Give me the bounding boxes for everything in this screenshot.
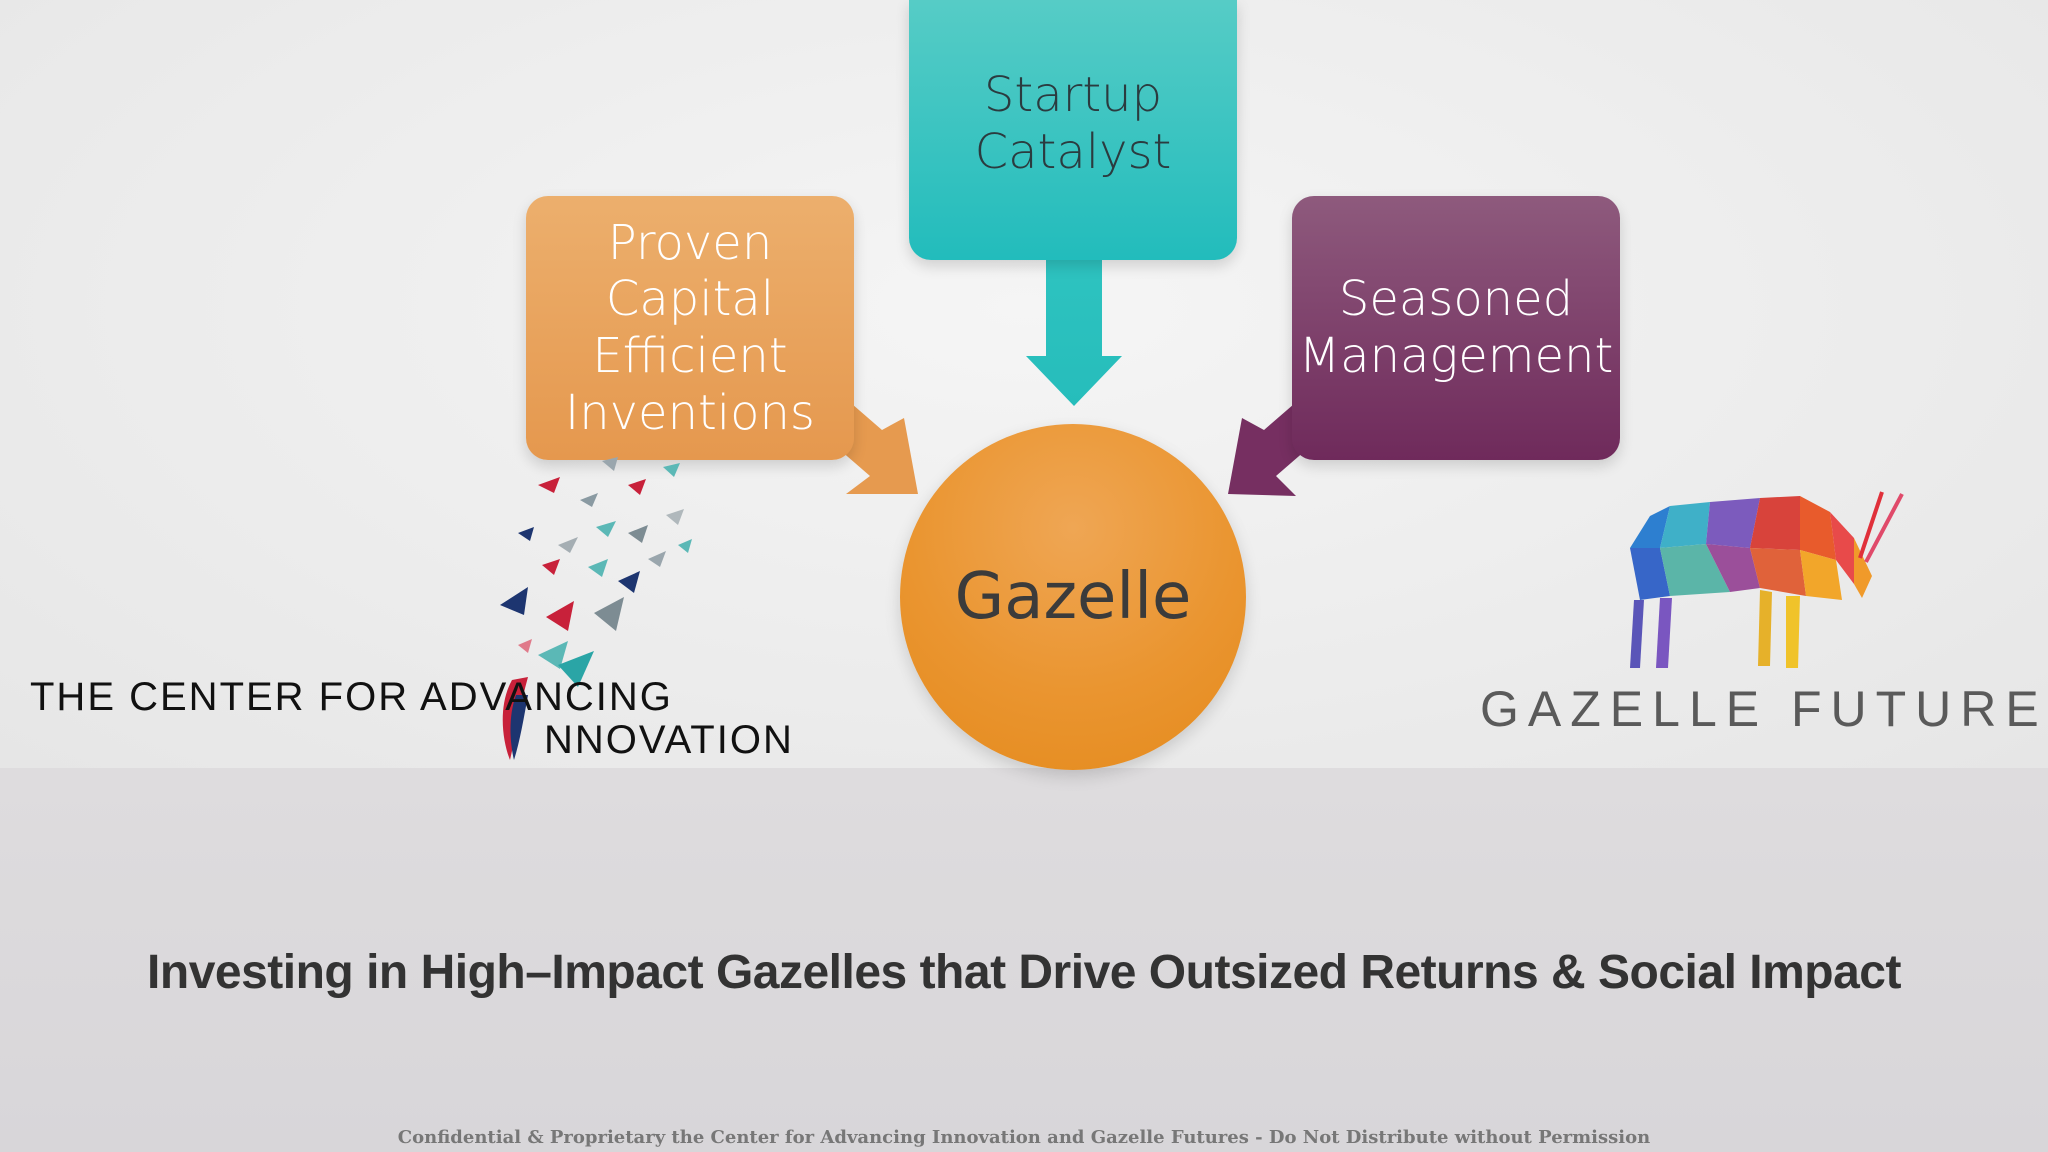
polygonal-gazelle-icon	[1630, 491, 1904, 668]
gazelle-futures-wordmark: GAZELLE FUTURES	[1480, 681, 2048, 737]
origami-birds-flock-icon	[500, 457, 692, 760]
gazelle-futures-logo: GAZELLE FUTURES	[1480, 480, 2048, 740]
diagram-arrows	[840, 258, 1306, 496]
arrow-startup-down	[1026, 258, 1122, 406]
center-gazelle-circle: Gazelle	[900, 424, 1246, 770]
box-startup-catalyst: Startup Catalyst	[909, 0, 1237, 260]
slide-tagline: Investing in High–Impact Gazelles that D…	[147, 946, 1901, 999]
cai-logo-line2: NNOVATION	[544, 718, 794, 762]
box-seasoned-management: Seasoned Management	[1292, 196, 1620, 460]
confidential-footer: Confidential & Proprietary the Center fo…	[397, 1127, 1651, 1148]
slide-bottom-band	[0, 768, 2048, 1152]
box-proven-inventions: Proven Capital Efficient Inventions	[526, 196, 854, 460]
arrow-seasoned-shape	[1228, 404, 1306, 496]
cai-logo-line1: THE CENTER FOR ADVANCING	[30, 675, 673, 719]
arrow-proven-shape	[840, 404, 918, 494]
cai-logo: THE CENTER FOR ADVANCING NNOVATION	[28, 455, 792, 765]
